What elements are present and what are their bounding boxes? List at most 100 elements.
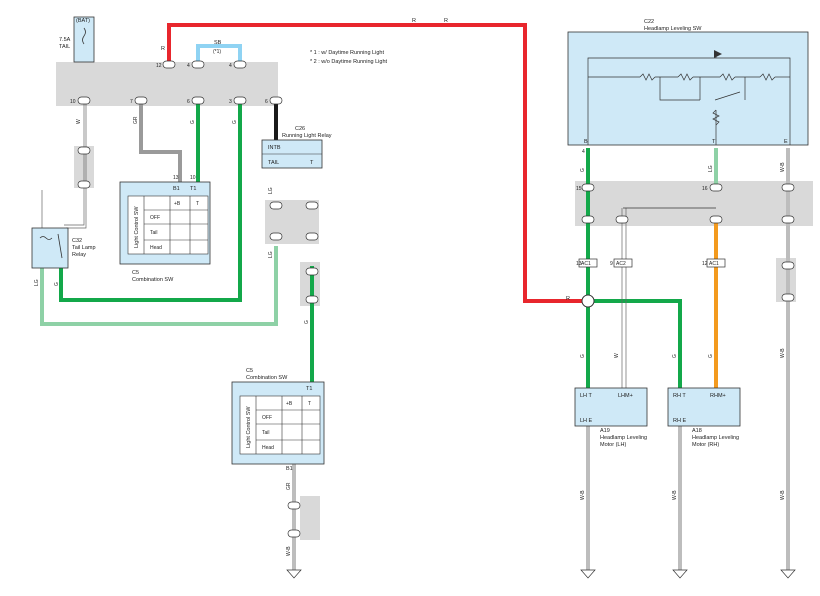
splice-point — [581, 294, 595, 308]
pin-num-4c: 4 — [582, 149, 585, 155]
a18-code: A18 — [692, 428, 702, 434]
c26-code: C26 — [295, 126, 305, 132]
wire-label-g-6: G — [580, 354, 586, 358]
wire-label-g-5: G — [580, 168, 586, 172]
pin-num-16: 16 — [702, 186, 708, 192]
wire-label-g-3: G — [54, 282, 60, 286]
wire-gray-c5 — [139, 104, 182, 182]
c26-name: Running Light Relay — [282, 133, 332, 139]
c5-lower-lcs: Light Control SW — [246, 406, 252, 448]
wire-red — [167, 23, 588, 303]
a18-name-2: Motor (RH) — [692, 442, 719, 448]
note-2: * 2 : w/o Daytime Running Light — [310, 59, 388, 65]
c5-upper-name: Combination SW — [132, 277, 174, 283]
wire-label-wb-2: W-B — [780, 162, 786, 172]
junction-block-right — [575, 181, 813, 226]
a19-code: A19 — [600, 428, 610, 434]
c5-upper-off: OFF — [150, 215, 160, 221]
ground-symbols — [286, 569, 796, 579]
conn-ac2: AC2 — [616, 261, 626, 267]
wire-label-sb: SB — [214, 40, 222, 46]
pin-num-15: 15 — [576, 186, 582, 192]
fuse-icon — [82, 27, 86, 45]
a19-lh-e: LH E — [580, 418, 593, 424]
c5-lower-tail: Tail — [262, 430, 270, 436]
a18-rhm: RHM+ — [710, 393, 726, 399]
c5-upper-code: C5 — [132, 270, 139, 276]
pin-num-6b: 6 — [265, 99, 268, 105]
c5-upper-t1: T1 — [190, 186, 196, 192]
wire-label-o: G — [708, 354, 714, 358]
c5-lower-name: Combination SW — [246, 375, 288, 381]
c22-name: Headlamp Leveling SW — [644, 26, 702, 32]
a19-lh-t: LH T — [580, 393, 592, 399]
pin-num-12b: 12 — [702, 261, 708, 267]
pin-num-10: 10 — [70, 99, 76, 105]
wire-label-red-4: R — [566, 296, 570, 302]
wire-label-g-4: G — [304, 320, 310, 324]
c26-intb: INTB — [268, 145, 281, 151]
c5-upper-t: T — [196, 201, 199, 207]
wire-label-lg-3: LG — [34, 279, 40, 286]
pin-num-10b: 10 — [190, 175, 196, 181]
a19-box — [574, 387, 648, 427]
wire-label-wb-1: W-B — [286, 546, 292, 556]
c22-code: C22 — [644, 19, 654, 25]
wire-white-a — [64, 104, 85, 226]
c5-upper-head: Head — [150, 245, 162, 251]
c32-name-2: Relay — [72, 252, 86, 258]
wire-label-w-2: W — [614, 353, 620, 358]
c5-lower-t1: T1 — [306, 386, 312, 392]
wire-green-relay-loop — [59, 104, 242, 302]
c5-lower-table — [239, 395, 321, 455]
c5-upper-tail: Tail — [150, 230, 158, 236]
wire-label-g-2: G — [232, 120, 238, 124]
wire-label-lg-2: LG — [268, 251, 274, 258]
c22-box — [567, 31, 809, 146]
wire-label-g-7: G — [672, 354, 678, 358]
pin-num-7: 7 — [130, 99, 133, 105]
wire-label-red-1: R — [412, 18, 416, 24]
conn-ac1-left: AC1 — [581, 261, 591, 267]
c32-name-1: Tail Lamp — [72, 245, 96, 251]
pin-num-4b: 4 — [229, 63, 232, 69]
c26-tail: TAIL — [268, 160, 279, 166]
pin-num-9: 9 — [610, 261, 613, 267]
relay-switch-icon — [57, 233, 63, 259]
wire-label-sb-note: (*1) — [213, 49, 221, 55]
a19-name-2: Motor (LH) — [600, 442, 626, 448]
c5-upper-lcs: Light Control SW — [134, 206, 140, 248]
c22-pin-b: B — [584, 139, 588, 145]
a18-name-1: Headlamp Leveling — [692, 435, 739, 441]
wire-label-red-2: R — [444, 18, 448, 24]
c5-upper-table — [127, 195, 209, 255]
fuse-name: TAIL — [59, 44, 70, 50]
c22-pin-t: T — [712, 139, 716, 145]
bat-label: (BAT) — [76, 18, 90, 24]
fuse-box — [73, 16, 95, 63]
wire-label-lg-1: LG — [268, 187, 274, 194]
wire-label-wb-4: W-B — [580, 490, 586, 500]
wire-label-lg-4: LG — [708, 165, 714, 172]
junction-strip-d — [300, 496, 320, 540]
connector-pins — [77, 60, 795, 538]
wire-sky-blue — [196, 44, 242, 64]
note-1: * 1 : w/ Daytime Running Light — [310, 50, 384, 56]
pin-num-13b: 13 — [576, 261, 582, 267]
wire-label-wb-5: W-B — [672, 490, 678, 500]
c5-lower-b1: B1 — [286, 466, 293, 472]
c22-internal — [587, 52, 791, 145]
wire-green-right-branch — [588, 299, 682, 388]
wire-label-red-3: R — [161, 46, 165, 52]
c5-lower-off: OFF — [262, 415, 272, 421]
pin-num-6: 6 — [187, 99, 190, 105]
pin-num-13: 13 — [173, 175, 179, 181]
a19-lhm: LHM+ — [618, 393, 633, 399]
c5-lower-code: C5 — [246, 368, 253, 374]
wire-light-green — [40, 246, 278, 326]
a19-name-1: Headlamp Leveling — [600, 435, 647, 441]
wire-label-wb-6: W-B — [780, 490, 786, 500]
c5-lower-plusb: +B — [286, 401, 293, 407]
c26-t: T — [310, 160, 314, 166]
